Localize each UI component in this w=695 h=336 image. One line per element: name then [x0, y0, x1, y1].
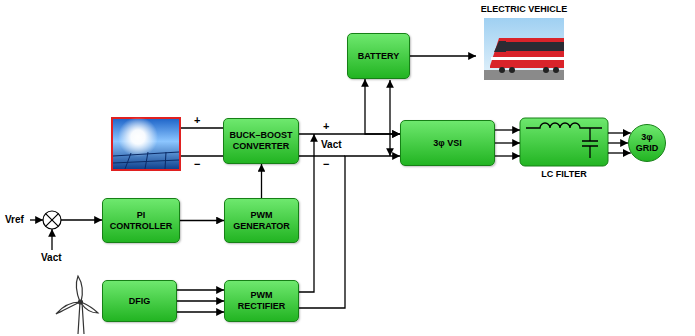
polarity-sign: −: [193, 158, 201, 170]
grid-circle: 3φ GRID: [628, 124, 666, 162]
solar-panel: [112, 118, 180, 170]
electric-train-picture: [543, 67, 549, 73]
node-label: PWM RECTIFIER: [229, 290, 294, 312]
signal-name: Vref: [4, 214, 25, 226]
connector-arrow: [261, 164, 262, 198]
node-label: BUCK–BOOST CONVERTER: [228, 130, 294, 152]
wind-turbine: [56, 302, 80, 314]
wire: [495, 155, 520, 156]
electric-train-picture: [494, 41, 506, 52]
electric-train-picture: [509, 67, 515, 73]
electric-train-picture: [491, 57, 564, 60]
inductor-symbol: [526, 123, 602, 128]
electric-train-picture: [553, 67, 559, 73]
summing-junction: [46, 214, 59, 227]
wire: [181, 155, 223, 156]
solar-panel: [118, 117, 158, 157]
wind-turbine: [78, 302, 84, 334]
wire: [30, 80, 631, 312]
process-box: BATTERY: [347, 33, 410, 79]
connector-arrow: [365, 79, 400, 134]
polarity-sign: +: [193, 114, 201, 126]
electric-train-picture: [499, 67, 505, 73]
summing-junction: [43, 211, 61, 229]
wire: [389, 80, 390, 156]
lc-filter-box: [520, 118, 608, 166]
electric-train-picture: [484, 18, 564, 80]
electric-train-picture: [501, 42, 564, 51]
node-label: 3φ GRID: [633, 132, 661, 154]
process-box: 3φ VSI: [400, 120, 495, 166]
vehicle-block: ELECTRIC VEHICLE: [476, 2, 572, 82]
wire: [30, 219, 43, 220]
process-box: BUCK–BOOST CONVERTER: [223, 118, 299, 164]
node-label: PWM GENERATOR: [229, 210, 294, 232]
wind-turbine: [56, 276, 98, 334]
polarity-sign: +: [322, 120, 330, 132]
wire: [299, 134, 314, 292]
wire: [177, 289, 224, 290]
lc-filter-box: [520, 118, 608, 166]
wire: [177, 311, 224, 312]
capacitor-symbol: [582, 128, 598, 158]
connector-arrow: [410, 55, 476, 56]
connector-arrow: [299, 156, 400, 308]
connector-arrow: [180, 220, 224, 221]
wire: [299, 155, 345, 156]
wire: [51, 229, 52, 250]
solar-panel: [112, 117, 180, 170]
process-box: DFIG: [102, 280, 177, 322]
solar-panel: [113, 152, 179, 169]
node-label: 3φ VSI: [405, 138, 490, 149]
connector-arrow: [608, 142, 628, 143]
node-label: BATTERY: [352, 51, 405, 62]
wind-turbine: [79, 300, 83, 304]
node-label: DFIG: [107, 296, 172, 307]
signal-name: Vact: [320, 139, 343, 151]
signal-name: Vact: [40, 252, 63, 264]
node-label: LC FILTER: [521, 169, 607, 180]
polarity-sign: −: [322, 158, 330, 170]
node-label: PI CONTROLLER: [107, 210, 175, 232]
process-box: PI CONTROLLER: [102, 198, 180, 243]
wire: [61, 219, 102, 220]
process-box: PWM GENERATOR: [224, 198, 299, 243]
wire: [181, 127, 223, 128]
summing-junction: [43, 211, 61, 229]
node-label: ELECTRIC VEHICLE: [477, 4, 571, 15]
connector-arrow: [177, 300, 224, 301]
connector-arrow: [495, 142, 520, 143]
wind-turbine: [81, 302, 98, 313]
filter-box: LC FILTER: [520, 118, 608, 166]
electric-train-picture: [484, 70, 564, 80]
wire: [495, 129, 520, 130]
wire: [608, 132, 631, 133]
wire: [608, 152, 631, 153]
process-box: PWM RECTIFIER: [224, 280, 299, 322]
wind-turbine: [76, 276, 82, 302]
electric-train-picture: [490, 38, 564, 68]
electric-train-picture: [484, 18, 564, 80]
